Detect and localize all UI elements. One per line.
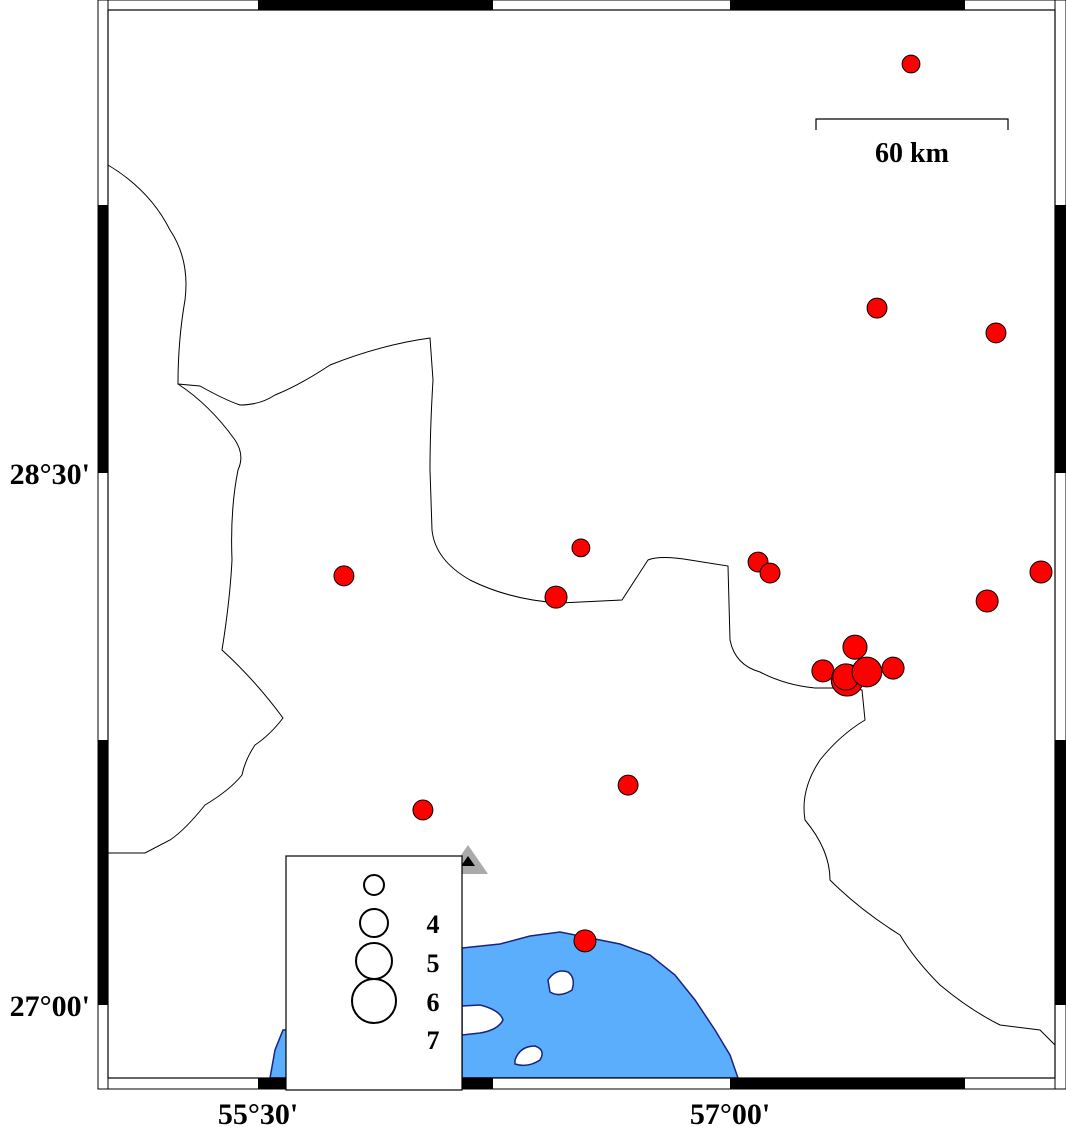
earthquake-event <box>544 585 568 609</box>
frame-segment <box>1055 740 1066 1005</box>
lon-label-57-00: 57°00' <box>690 1098 770 1127</box>
earthquake-event <box>571 538 591 558</box>
earthquake-event <box>333 565 355 587</box>
legend-label: 4 <box>427 910 440 939</box>
frame-segment <box>107 9 1056 1079</box>
frame-segment <box>1055 205 1066 473</box>
earthquake-event <box>573 929 597 953</box>
lat-label-27-00: 27°00' <box>10 990 90 1023</box>
earthquake-events <box>333 54 1053 953</box>
legend-circle <box>363 874 385 896</box>
earthquake-event <box>412 799 434 821</box>
sea <box>269 931 740 1079</box>
earthquake-event <box>975 589 999 613</box>
earthquake-event <box>1029 560 1053 584</box>
earthquake-event <box>866 297 888 319</box>
legend-label: 6 <box>427 988 440 1017</box>
legend-circle <box>351 978 397 1024</box>
earthquake-event <box>851 656 883 688</box>
boundaries <box>107 164 1056 1046</box>
earthquake-event <box>811 659 835 683</box>
earthquake-event <box>985 322 1007 344</box>
scale-bar-label: 60 km <box>875 138 949 169</box>
magnitude-legend: 4 5 6 7 <box>285 855 463 1091</box>
scale-bar: 60 km <box>815 118 1009 169</box>
frame-segment <box>98 205 108 473</box>
frame-segment <box>98 740 108 1005</box>
legend-label: 7 <box>427 1026 440 1055</box>
earthquake-event <box>881 656 905 680</box>
lon-label-55-30: 55°30' <box>218 1098 298 1127</box>
lat-label-28-30: 28°30' <box>10 458 90 491</box>
legend-circle <box>359 908 389 938</box>
frame-segment <box>258 0 493 10</box>
legend-label: 5 <box>427 949 440 978</box>
earthquake-event <box>617 774 639 796</box>
earthquake-event <box>842 634 868 660</box>
earthquake-event <box>901 54 921 74</box>
earthquake-event <box>759 562 781 584</box>
map-frame <box>97 0 1066 1090</box>
frame-segment <box>730 0 965 10</box>
frame-segment <box>730 1078 965 1089</box>
